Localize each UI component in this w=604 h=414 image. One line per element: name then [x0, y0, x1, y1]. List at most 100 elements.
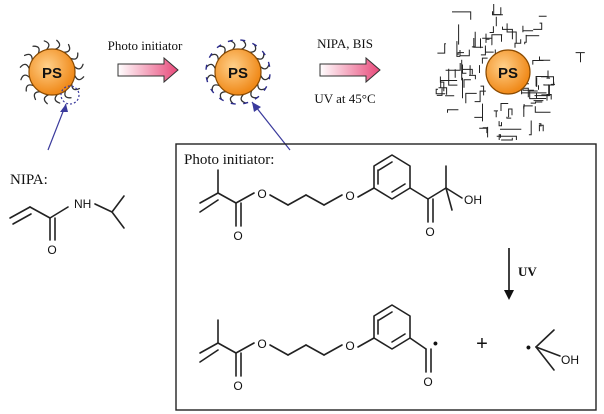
step1-label: Photo initiator — [108, 38, 183, 53]
polymer-hair — [205, 63, 216, 70]
polymer-hair — [249, 43, 257, 53]
network-strand — [496, 135, 517, 140]
network-strand — [532, 60, 544, 65]
polymer-hair — [63, 43, 71, 53]
initiator-oh-label: OH — [464, 193, 482, 207]
network-strand — [524, 34, 527, 45]
polymer-hair — [25, 84, 35, 92]
polymer-hair — [23, 53, 33, 61]
polymer-hair — [257, 83, 267, 91]
uv-label: UV — [518, 264, 537, 279]
network-strand — [498, 121, 502, 127]
nipa-o-label: O — [47, 243, 56, 257]
initiator-tip — [263, 86, 268, 92]
network-strand — [534, 84, 550, 97]
product-ether-o: O — [345, 339, 354, 353]
polymer-hair — [218, 45, 226, 55]
network-strand — [539, 56, 551, 61]
nipa-title: NIPA: — [10, 172, 48, 188]
product-oh-label: OH — [561, 353, 579, 367]
network-strand — [506, 116, 512, 119]
network-strand — [514, 39, 522, 48]
nipa-h: H — [83, 197, 92, 211]
network-strand — [502, 26, 513, 40]
network-strand — [534, 106, 551, 113]
ps-label-3: PS — [498, 65, 518, 82]
polymer-hair — [64, 89, 72, 99]
nipa-n: N — [74, 197, 83, 211]
nipa-pointer-arrow — [47, 103, 68, 151]
initiator-tip — [243, 101, 249, 105]
ps-particle-2: PS — [205, 39, 271, 105]
initiator-tip — [216, 44, 222, 49]
network-strand — [436, 88, 443, 96]
polymer-hair — [229, 94, 236, 105]
step2-arrow: NIPA, BIS UV at 45°C — [314, 36, 381, 106]
initiator-tip — [208, 52, 213, 58]
initiator-pointer-arrow — [251, 101, 291, 151]
ps-particle-3: PS — [435, 4, 585, 141]
polymer-hair — [240, 39, 247, 50]
ps-core-2 — [214, 48, 262, 96]
network-strand — [462, 68, 473, 75]
polymer-hair — [240, 93, 247, 104]
initiator-tip — [205, 77, 209, 83]
polymer-hair — [259, 63, 270, 70]
network-strand — [575, 52, 585, 63]
nipa-nh-label: NH — [74, 197, 91, 211]
polymer-hair — [73, 63, 84, 70]
network-strand — [438, 87, 448, 95]
uv-arrow: UV — [504, 248, 537, 300]
step2-label-top: NIPA, BIS — [317, 36, 373, 51]
polymer-hair — [71, 83, 81, 91]
network-strand — [479, 126, 489, 138]
initiator-molecule: O O O O OH — [199, 154, 482, 243]
network-strand — [452, 11, 472, 20]
ps-particle-1: PS — [19, 39, 85, 105]
initiator-tip — [240, 39, 246, 42]
attachment-site-circle — [60, 85, 80, 105]
network-strand — [491, 34, 503, 46]
initiator-tip — [230, 102, 236, 105]
ketone-o-label: O — [425, 225, 434, 239]
network-strand — [437, 43, 446, 54]
initiator-tip — [267, 61, 271, 67]
polymer-hair — [250, 89, 258, 99]
initiator-tip — [254, 95, 260, 100]
network-strand — [529, 90, 538, 100]
ester-o-label-2: O — [257, 187, 266, 201]
network-strand — [493, 110, 498, 118]
ps-label-2: PS — [228, 65, 248, 82]
network-strand — [445, 63, 461, 71]
network-strand — [440, 80, 458, 88]
network-strand — [465, 92, 477, 104]
network-strand — [456, 41, 461, 57]
network-strand — [528, 120, 532, 136]
polymer-hair — [229, 40, 236, 51]
network-strand — [462, 64, 467, 74]
initiator-tip — [268, 74, 271, 80]
initiator-tip — [205, 64, 208, 70]
polymer-hair — [255, 52, 265, 60]
polymer-hair — [33, 91, 41, 101]
step2-label-bottom: UV at 45°C — [314, 91, 375, 106]
network-strand — [463, 79, 471, 88]
network-strand — [546, 70, 550, 79]
polymer-hair — [43, 94, 50, 105]
ps-core-3 — [485, 49, 531, 95]
ps-label-1: PS — [42, 65, 62, 82]
network-strand — [523, 105, 533, 109]
polymer-hair — [74, 74, 85, 81]
polymer-hair — [19, 63, 30, 70]
network-strand — [501, 137, 513, 141]
network-strand — [481, 57, 488, 64]
network-strand — [508, 108, 513, 118]
network-strand — [538, 123, 542, 127]
polymer-hair — [209, 53, 219, 61]
initiator-tip — [210, 88, 215, 94]
nipa-structure: NIPA: O NH — [9, 172, 125, 257]
polymer-hair — [219, 91, 227, 101]
polymer-hair — [260, 74, 271, 81]
polymer-hair — [20, 74, 31, 81]
initiator-tip — [261, 50, 266, 56]
